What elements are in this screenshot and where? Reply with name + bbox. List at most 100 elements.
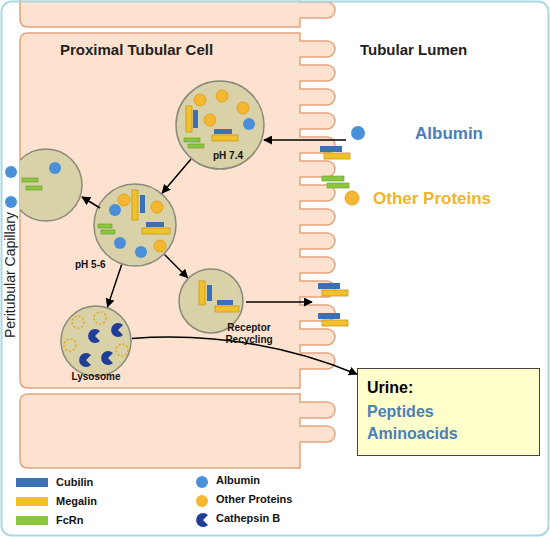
legend-text: Other Proteins [216, 493, 292, 506]
protein-molecule [216, 90, 228, 102]
flow-arrow [132, 337, 357, 374]
albumin-molecule [109, 204, 121, 216]
vesicle-label: pH 5-6 [75, 259, 125, 271]
vesicle: pH 5-6 [93, 183, 177, 267]
legend-swatch [196, 495, 208, 507]
legend-text: Cubilin [56, 476, 93, 489]
recycling-arrow [246, 301, 312, 303]
flow-arrow [165, 255, 188, 278]
albumin-molecule [5, 166, 17, 178]
legend-text: Cathepsin B [216, 512, 280, 525]
megalin-receptor [142, 228, 170, 234]
cell-membrane [20, 33, 335, 388]
process-box: Urine:Peptides Aminoacids [357, 368, 540, 456]
cubilin-receptor [318, 313, 340, 319]
legend-swatch [16, 497, 48, 506]
protein-molecule [154, 240, 166, 252]
megalin-receptor [322, 290, 348, 296]
legend-text: Albumin [216, 474, 260, 487]
vesicle: Receptor Recycling [178, 268, 244, 334]
cathepsin-symbol [196, 513, 208, 527]
vesicle-membrane [61, 306, 131, 376]
fcrn-receptor [101, 230, 115, 234]
degraded-protein [116, 344, 128, 356]
cubilin-receptor [193, 110, 198, 128]
box-text: Urine: [367, 377, 527, 399]
albumin-molecule [351, 126, 365, 140]
legend-swatch [16, 478, 48, 487]
cubilin-receptor [207, 285, 212, 301]
degraded-protein [72, 316, 84, 328]
fcrn-receptor [22, 178, 38, 182]
box-text: Peptides Aminoacids [367, 401, 477, 446]
vesicle-label: Receptor Recycling [218, 322, 280, 346]
cubilin-receptor [217, 300, 233, 305]
flow-arrow [162, 159, 191, 193]
cell-group [20, 0, 335, 468]
megalin-receptor [132, 190, 138, 220]
vesicle-label: pH 7.4 [213, 150, 263, 162]
megalin-receptor [212, 135, 238, 141]
megalin-receptor [199, 281, 205, 305]
fcrn-receptor [98, 224, 112, 228]
megalin-receptor [324, 153, 350, 159]
degraded-protein [64, 339, 76, 351]
fcrn-receptor [322, 176, 344, 181]
albumin-molecule [5, 196, 17, 208]
cathepsin-enzyme [111, 323, 123, 337]
albumin-molecule [49, 162, 61, 174]
legend-text: FcRn [56, 514, 84, 527]
cathepsin-enzyme [79, 353, 91, 367]
protein-molecule [151, 201, 163, 213]
molecule-label: Albumin [415, 124, 483, 144]
protein-molecule [118, 194, 130, 206]
megalin-receptor [186, 106, 192, 132]
region-label: Proximal Tubular Cell [60, 41, 213, 59]
legend-text: Megalin [56, 495, 97, 508]
cubilin-receptor [320, 146, 342, 152]
fcrn-receptor [26, 186, 42, 190]
megalin-receptor [322, 320, 348, 326]
vesicle-outline [60, 305, 132, 377]
megalin-receptor [215, 306, 239, 312]
legend-swatch [16, 516, 48, 525]
cathepsin-enzyme [101, 351, 113, 365]
albumin-molecule [243, 118, 255, 130]
vesicle-membrane [94, 184, 176, 266]
region-label: Peritubular Capillary [2, 212, 19, 338]
fcrn-receptor [327, 183, 349, 188]
cell-membrane [20, 394, 335, 468]
vesicle-label: Lysosome [60, 371, 132, 383]
fcrn-receptor [188, 144, 204, 148]
vesicle-membrane [176, 81, 264, 169]
protein-molecule [345, 191, 359, 205]
vesicle: pH 7.4 [175, 80, 265, 170]
cubilin-receptor [146, 222, 164, 227]
vesicle: Lysosome [60, 305, 132, 377]
flow-arrow [107, 265, 121, 307]
cubilin-receptor [318, 283, 340, 289]
transcytosis-vesicle [20, 149, 82, 221]
legend-symbol [195, 512, 211, 528]
albumin-molecule [114, 237, 126, 249]
legend-swatch [196, 476, 208, 488]
region-label: Tubular Lumen [360, 41, 467, 59]
cubilin-receptor [214, 129, 232, 134]
fcrn-receptor [184, 138, 200, 142]
vesicle-outline [93, 183, 177, 267]
protein-molecule [194, 94, 206, 106]
degraded-protein [94, 312, 106, 324]
uptake-arrow [264, 139, 346, 141]
molecule-label: Other Proteins [373, 189, 491, 209]
albumin-molecule [135, 246, 147, 258]
cubilin-receptor [140, 195, 145, 213]
protein-molecule [204, 114, 216, 126]
protein-molecule [237, 102, 249, 114]
transcytosis-arrow [82, 197, 100, 208]
cell-membrane [20, 0, 335, 27]
